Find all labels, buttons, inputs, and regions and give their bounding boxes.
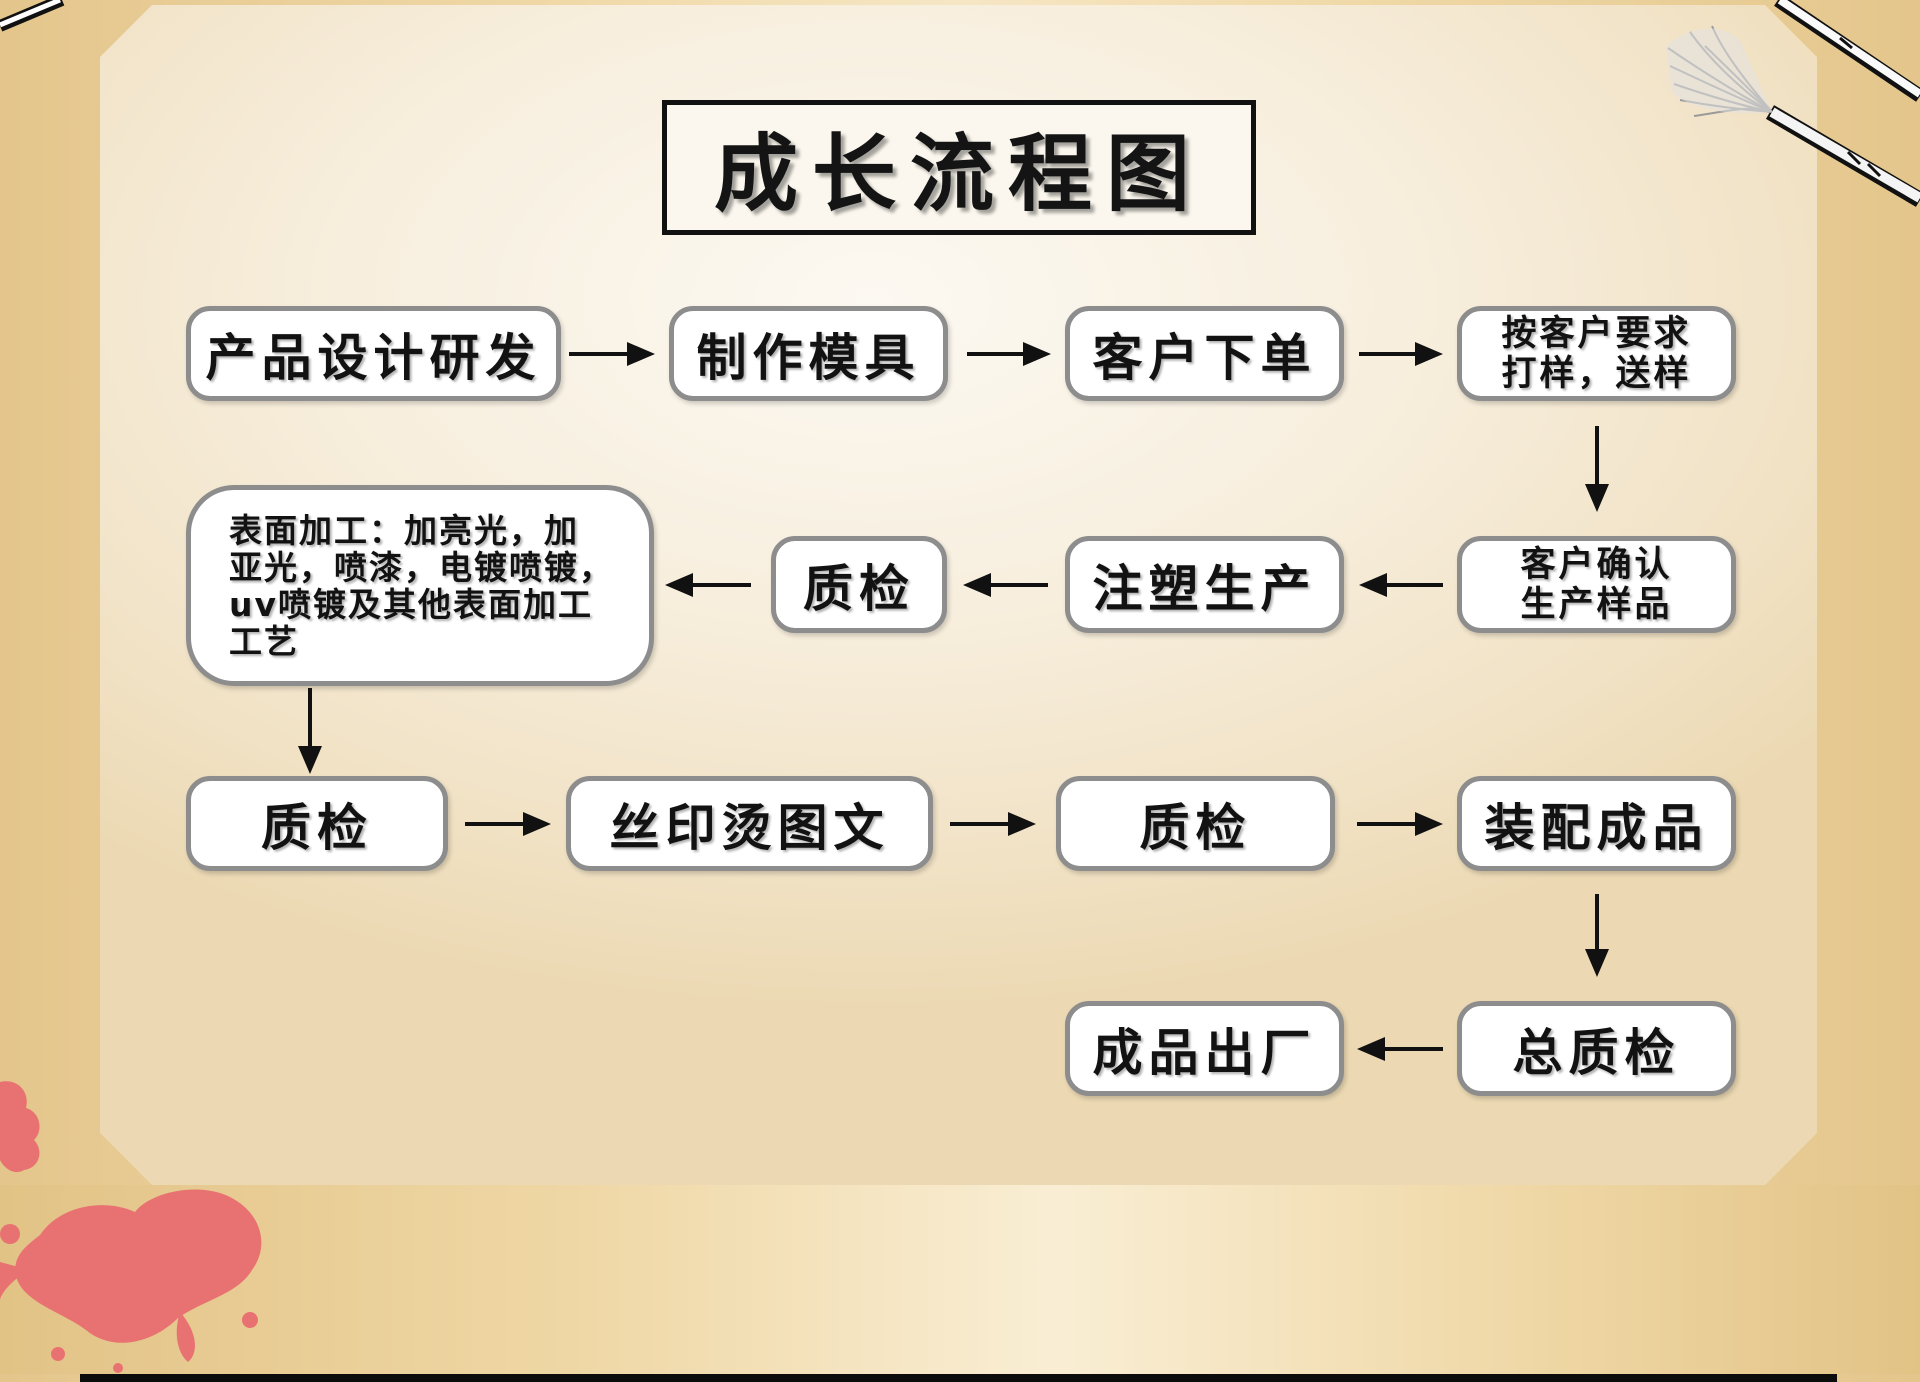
- node-final-qc: 总质检: [1457, 1001, 1736, 1096]
- node-label: 总质检: [1512, 1023, 1681, 1082]
- node-label: 客户下单: [1092, 328, 1317, 387]
- node-label: 制作模具: [696, 328, 921, 387]
- node-label-line: uv喷镀及其他表面加工: [229, 584, 594, 624]
- node-ship: 成品出厂: [1065, 1001, 1344, 1096]
- node-label: 质检: [1139, 798, 1252, 857]
- node-customer-order: 客户下单: [1065, 306, 1344, 401]
- pen-decoration-top-left: [0, 0, 65, 32]
- node-assembly: 装配成品: [1457, 776, 1736, 871]
- node-confirm-sample: 客户确认 生产样品: [1457, 536, 1736, 633]
- node-silk-print: 丝印烫图文: [566, 776, 933, 871]
- node-sample: 按客户要求 打样，送样: [1457, 306, 1736, 401]
- node-label: 丝印烫图文: [609, 798, 890, 857]
- node-label-line: 表面加工：加亮光，加: [229, 510, 579, 550]
- node-label: 表面加工：加亮光，加 亚光，喷漆，电镀喷镀， uv喷镀及其他表面加工 工艺: [229, 512, 614, 660]
- node-label: 按客户要求 打样，送样: [1501, 314, 1691, 394]
- bottom-bar: [80, 1374, 1837, 1382]
- node-qc-1: 质检: [771, 536, 947, 633]
- node-label: 质检: [803, 559, 915, 618]
- node-label: 成品出厂: [1092, 1023, 1317, 1082]
- node-label-line: 生产样品: [1520, 584, 1673, 625]
- node-label-line: 打样，送样: [1501, 353, 1692, 394]
- node-label: 产品设计研发: [205, 328, 542, 387]
- node-label: 客户确认 生产样品: [1520, 545, 1672, 625]
- node-label-line: 客户确认: [1520, 544, 1673, 585]
- node-label: 质检: [261, 798, 373, 857]
- node-label-line: 亚光，喷漆，电镀喷镀，: [229, 547, 614, 587]
- node-product-design: 产品设计研发: [186, 306, 561, 401]
- node-injection: 注塑生产: [1065, 536, 1344, 633]
- node-label: 装配成品: [1484, 798, 1709, 857]
- node-qc-2: 质检: [186, 776, 448, 871]
- node-label-line: 按客户要求: [1501, 313, 1692, 354]
- node-make-mold: 制作模具: [669, 306, 948, 401]
- node-surface-treatment: 表面加工：加亮光，加 亚光，喷漆，电镀喷镀， uv喷镀及其他表面加工 工艺: [186, 485, 654, 686]
- page-title: 成长流程图: [713, 125, 1204, 223]
- node-label-line: 工艺: [229, 621, 299, 661]
- title-box: 成长流程图: [662, 100, 1256, 235]
- node-label: 注塑生产: [1092, 559, 1317, 618]
- bottom-band: [0, 1185, 1920, 1374]
- node-qc-3: 质检: [1056, 776, 1335, 871]
